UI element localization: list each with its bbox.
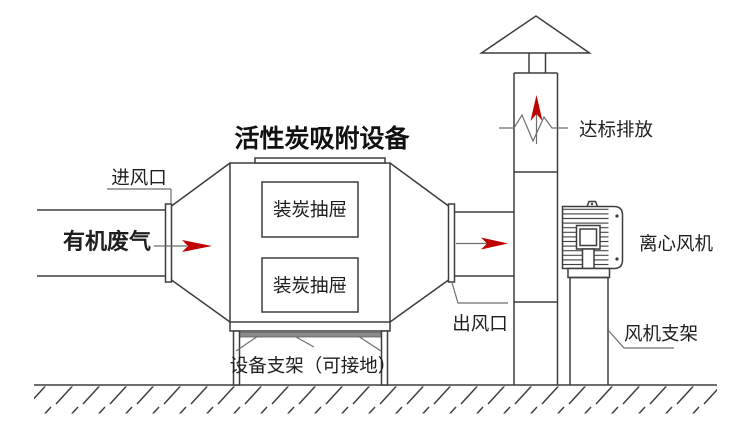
- support-brace-left: [235, 335, 259, 352]
- break-line: [499, 113, 568, 143]
- inlet-duct: [37, 162, 231, 323]
- equipment-support: [232, 330, 389, 386]
- inlet-arrow-head: [182, 240, 212, 252]
- motor-lift-lug: [586, 200, 599, 207]
- motor-junction-box-inner: [579, 228, 598, 247]
- emission-arrow-head: [530, 95, 543, 121]
- main-box-top-rail: [254, 157, 386, 164]
- motor-base: [567, 267, 611, 279]
- motor-bolt-bottom: [615, 257, 619, 261]
- inlet-flange: [164, 203, 173, 283]
- inlet-port-label: 进风口: [111, 167, 167, 188]
- drawer-top-label: 装炭抽屉: [273, 199, 347, 220]
- motor-body: [561, 205, 624, 270]
- carbon-drawer-bottom: [261, 257, 359, 313]
- emission-label: 达标排放: [579, 119, 653, 140]
- inlet-funnel-bottom: [171, 279, 231, 323]
- support-brace-middle: [295, 336, 315, 348]
- outlet-label-leader: [450, 280, 508, 304]
- fan-support: [569, 276, 674, 385]
- ground-hatching: [34, 386, 717, 414]
- support-right-leg: [380, 330, 389, 386]
- motor-shaft: [581, 248, 595, 270]
- support-rail: [238, 332, 388, 338]
- fan-motor: [561, 200, 624, 279]
- outlet-flow-arrow-icon: [456, 237, 508, 250]
- fan-support-label: 风机支架: [624, 323, 698, 344]
- inlet-flow-arrow-icon: [154, 240, 212, 252]
- waste-gas-label: 有机废气: [63, 229, 151, 254]
- equipment-support-label: 设备支架（可接地）: [230, 355, 397, 376]
- outlet-duct: [389, 162, 514, 323]
- outlet-funnel-bottom: [389, 279, 449, 323]
- support-brace-right: [357, 335, 382, 352]
- outlet-port-label: 出风口: [452, 313, 508, 334]
- centrifugal-fan-label: 离心风机: [639, 233, 714, 254]
- exhaust-stack: [479, 15, 592, 385]
- drawer-bottom-label: 装炭抽屉: [273, 275, 347, 296]
- adsorption-unit: [229, 157, 391, 332]
- outlet-funnel-top: [389, 162, 449, 207]
- carbon-drawer-top: [261, 181, 359, 238]
- fan-support-leader: [607, 329, 674, 349]
- diagram-title: 活性炭吸附设备: [234, 124, 410, 153]
- emission-arrow-icon: [530, 95, 543, 144]
- outlet-flange: [447, 203, 456, 283]
- outlet-arrow-head: [481, 237, 508, 250]
- inlet-funnel-top: [171, 162, 231, 207]
- ground: [34, 384, 717, 414]
- support-left-leg: [232, 330, 241, 386]
- motor-bolt-top: [615, 214, 619, 218]
- motor-lug-hole: [590, 202, 594, 206]
- rain-cap: [479, 15, 592, 54]
